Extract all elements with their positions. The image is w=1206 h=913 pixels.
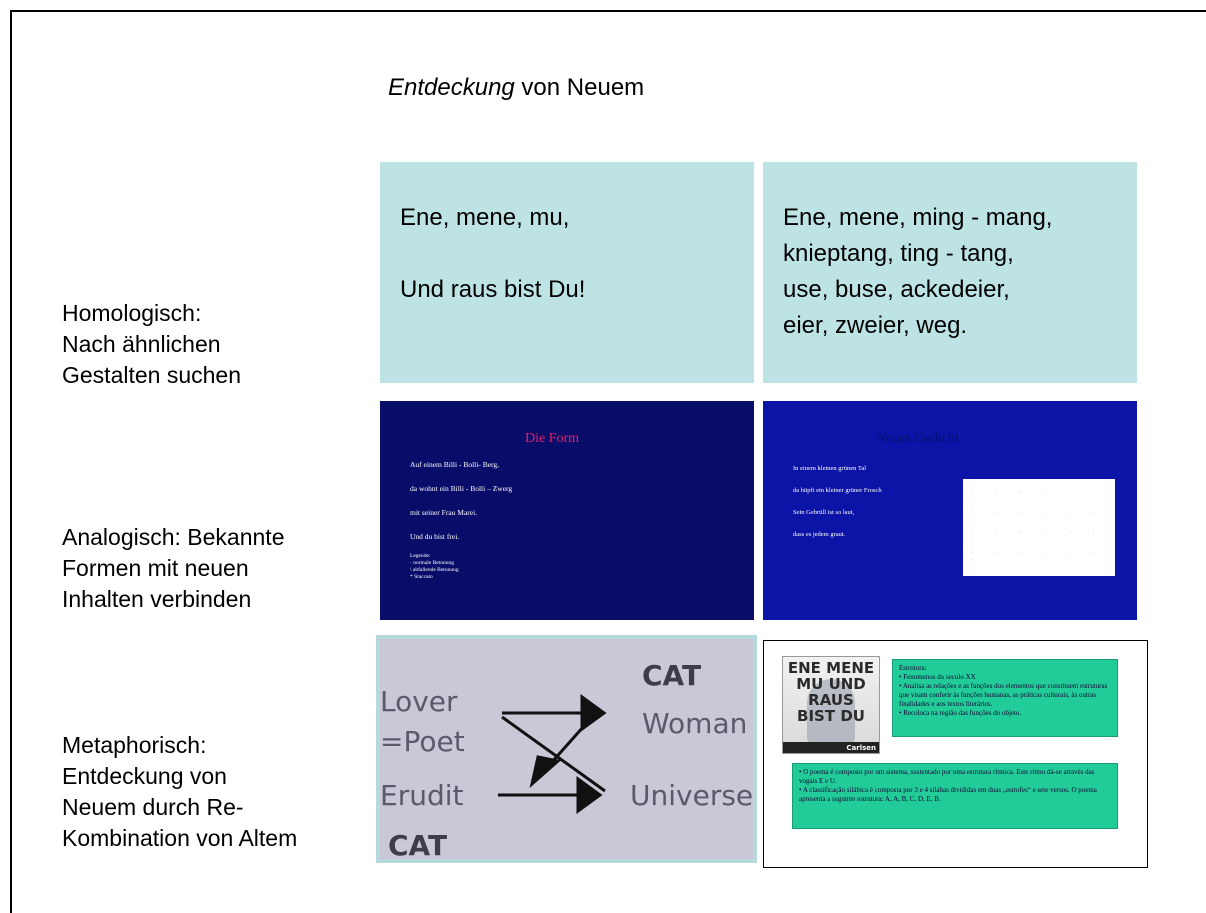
rhythm-marks-2: · · · · · · [971,509,1105,516]
metaphor-slide: ENE MENE MU UND RAUS BIST DU Carlsen Est… [763,640,1148,868]
homolog-verse-right: Ene, mene, ming - mang, knieptang, ting … [763,162,1137,383]
rhythm-marks-4: · · · · · · · [971,549,1105,563]
row-label-metaphorisch: Metaphorisch: Entdeckung von Neuem durch… [62,732,298,851]
page-frame [10,10,1206,913]
title-rest: von Neuem [514,74,645,101]
analog-left-title: Die Form [525,431,580,446]
page-title: Entdeckung von Neuem [388,74,644,102]
book-cover-title: ENE MENE MU UND RAUS BIST DU [787,659,875,725]
word-cat-left: CAT [388,829,448,862]
association-arrows [498,694,607,814]
word-cat-right: CAT [642,659,702,692]
book-cover-image: ENE MENE MU UND RAUS BIST DU Carlsen [782,656,880,754]
structure-box: Estrutura: • Fenomenos do seculo XX • An… [892,659,1118,737]
word-lover: Lover [380,685,458,718]
analog-right-title: Neues Gedicht [876,431,959,446]
analysis-box: • O poema é composto por um sistema, sus… [792,763,1118,829]
word-woman: Woman [642,707,748,740]
analog-left-lines: Auf einem Billi - Bolli- Berg, da wohnt … [410,460,513,541]
analog-right-lines: In einem kleinen grünen Tal da hüpft ein… [793,465,882,538]
row-label-analogisch: Analogisch: Bekannte Formen mit neuen In… [62,524,285,612]
title-emphasis: Entdeckung [388,74,515,101]
book-cover-bar [783,742,879,753]
rhythm-marks-1: · · · · [971,489,1057,496]
analog-right-whitebox: · · · · · · · · · · · · · · · · · · · · … [963,479,1115,576]
row-label-homologisch: Homologisch: Nach ähnlichen Gestalten su… [62,300,242,388]
book-cover-face [807,679,855,745]
word-poet: =Poet [380,725,465,758]
word-erudit: Erudit [380,779,464,812]
analog-left-legend: Legende: · normale Betonung \ abfallende… [410,553,459,580]
homolog-verse-left: Ene, mene, mu, Und raus bist Du! [380,162,754,383]
analog-slide-right: Neues Gedicht In einem kleinen grünen Ta… [763,401,1137,620]
metaphor-diagram: Lover =Poet Erudit CAT CAT Woman Univers… [376,635,757,863]
word-universe: Universe [630,779,754,812]
rhythm-marks-3: · · · · · · · [971,529,1105,543]
book-cover-brand: Carlsen [846,744,876,752]
analog-slide-left: Die Form Auf einem Billi - Bolli- Berg, … [380,401,754,620]
